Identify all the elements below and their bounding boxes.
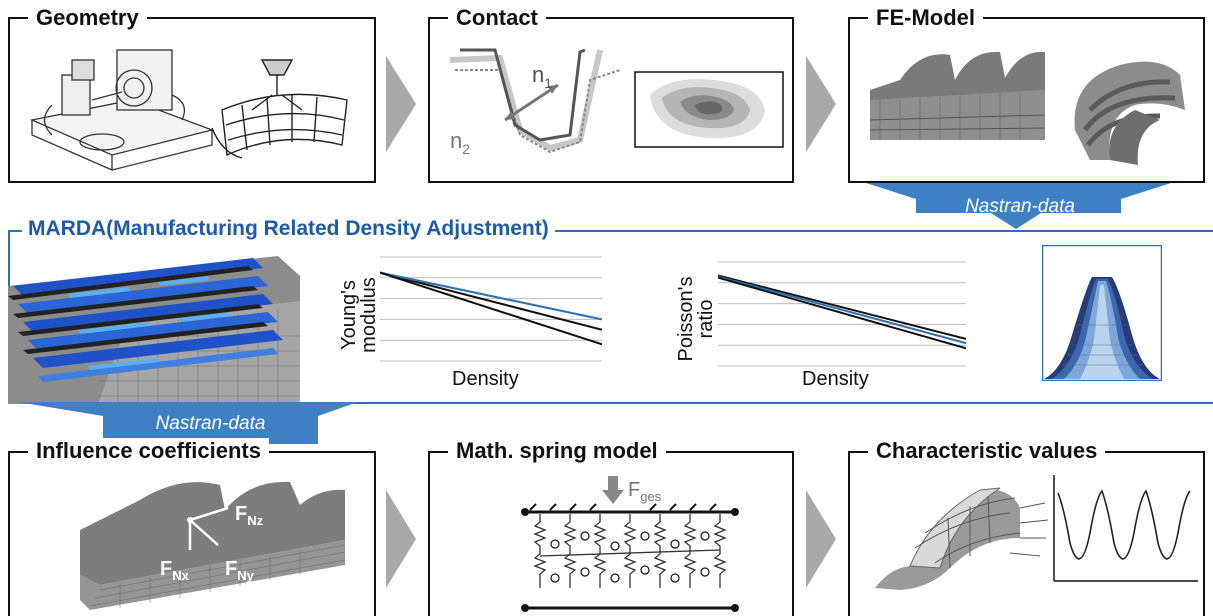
- influence-gear-mesh: FNz FNx FNy: [80, 481, 346, 610]
- n2-label: n2: [450, 128, 470, 157]
- nastran-label-top: Nastran-data: [965, 196, 1075, 217]
- fnz-label: FNz: [235, 503, 264, 528]
- process-arrow-3: [386, 490, 416, 588]
- tooth-density-contour: [1042, 245, 1162, 381]
- youngs-modulus-chart: [380, 256, 602, 362]
- youngs-modulus-series-line-1: [380, 271, 602, 331]
- fges-label: Fges: [628, 479, 662, 504]
- marda-title: MARDA(Manufacturing Related Density Adju…: [22, 216, 555, 242]
- process-arrow-1: [386, 56, 416, 152]
- youngs-ylabel-line1: Young's: [338, 280, 360, 350]
- poissons-ratio-series-line-2: [718, 275, 966, 345]
- characteristic-title: Characteristic values: [868, 438, 1106, 464]
- contact-illustration: n1 n2: [449, 48, 784, 157]
- spring-model-diagram: Fges: [521, 476, 739, 612]
- characteristic-waveform: [1053, 475, 1198, 582]
- characteristic-surface-plot: [875, 487, 1049, 590]
- contact-title: Contact: [448, 5, 546, 31]
- nastran-banner-bottom: [18, 402, 358, 444]
- geometry-machine-illustration: [29, 49, 348, 171]
- youngs-ylabel-line2: modulus: [358, 277, 380, 353]
- process-arrow-2: [806, 56, 836, 152]
- fny-label: FNy: [225, 558, 255, 583]
- youngs-modulus-series-line-2: [380, 271, 602, 321]
- nastran-banner-top: [866, 183, 1171, 229]
- marda-gear-density-mesh: [8, 256, 300, 404]
- youngs-modulus-series-line-3: [380, 271, 602, 346]
- fnx-label: FNx: [160, 558, 190, 583]
- youngs-modulus-xlabel: Density: [452, 368, 519, 390]
- poissons-ylabel-line2: ratio: [695, 299, 717, 339]
- poissons-ratio-chart: [718, 261, 966, 367]
- poissons-ratio-series-line-1: [718, 274, 966, 340]
- poissons-ratio-ylabel: Poisson's ratio: [675, 271, 720, 367]
- influence-title: Influence coefficients: [28, 438, 269, 464]
- geometry-title: Geometry: [28, 5, 147, 31]
- poissons-ylabel-line1: Poisson's: [675, 276, 697, 362]
- nastran-label-bottom: Nastran-data: [155, 413, 266, 434]
- youngs-modulus-ylabel: Young's modulus: [338, 270, 383, 360]
- poissons-ratio-xlabel: Density: [802, 368, 869, 390]
- n1-label: n1: [532, 62, 552, 91]
- fe-model-meshes: [869, 51, 1185, 165]
- poissons-ratio-series-line-3: [718, 276, 966, 350]
- spring-title: Math. spring model: [448, 438, 666, 464]
- process-arrow-4: [806, 490, 836, 588]
- fe-model-title: FE-Model: [868, 5, 983, 31]
